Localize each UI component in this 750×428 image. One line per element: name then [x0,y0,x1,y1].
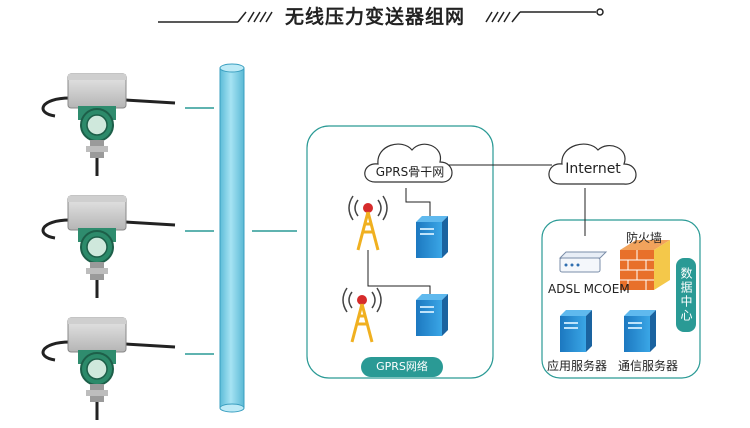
pressure-transmitter-2 [41,194,177,300]
firewall-icon [620,240,670,290]
app-server-label: 应用服务器 [547,359,608,373]
pressure-transmitter-1 [41,72,177,178]
title-decoration-right [485,8,604,23]
firewall-label: 防火墙 [626,231,663,245]
data-center-text: 数据中心 [679,267,693,323]
gprs-network-badge: GPRS网络 [361,357,443,377]
transmitter-links [185,107,297,355]
comm-server-label: 通信服务器 [618,359,679,373]
gprs-backbone-cloud [364,143,453,183]
data-center-tag: 数据中心 [676,258,696,332]
gprs-server-2 [416,294,448,336]
pipeline [219,63,245,413]
communication-server-icon [624,310,656,352]
application-server-icon [560,310,592,352]
title-decoration-left [158,11,273,23]
page-title: 无线压力变送器组网 [285,6,466,28]
network-connections [367,164,586,294]
internet-cloud [548,143,637,185]
adsl-label: ADSL MCOEM [548,282,630,296]
gprs-backbone-label: GPRS骨干网 [375,165,445,179]
adsl-modem-icon [558,251,608,273]
gprs-server-1 [416,216,448,258]
pressure-transmitter-3 [41,316,177,422]
internet-label: Internet [565,161,621,177]
